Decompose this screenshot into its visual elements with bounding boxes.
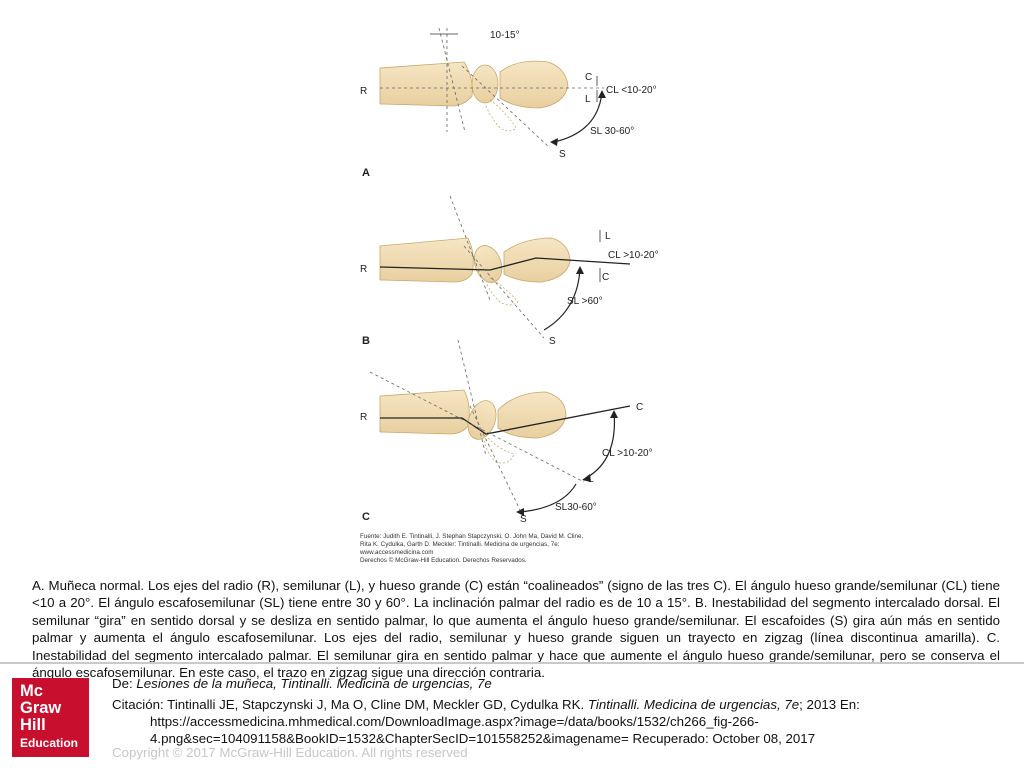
panel-a-scaphoid-axis — [461, 65, 551, 149]
footer-divider — [0, 662, 1024, 664]
logo-line-4: Education — [20, 736, 79, 750]
panel-c-r-label: R — [360, 412, 367, 423]
panel-b-sl-arrow — [576, 266, 584, 274]
panel-b-l-label: L — [605, 231, 611, 242]
from-title: Lesiones de la muñeca, Tintinalli. Medic… — [136, 676, 492, 691]
panel-c-capitate — [497, 391, 567, 439]
panel-a-capitate — [499, 60, 569, 109]
panel-b-radius-tilt-line — [449, 195, 491, 301]
citation-suffix: ; 2013 En: — [799, 697, 860, 712]
mcgraw-hill-education-logo: Mc Graw Hill Education — [12, 678, 89, 757]
panel-c-radius — [379, 389, 470, 435]
panel-c-scaphoid-axis — [469, 405, 521, 511]
panel-a-cl-label: CL <10-20° — [606, 85, 657, 96]
citation-url-line-2: 4.png&sec=104091158&BookID=1532&ChapterS… — [150, 731, 816, 746]
panel-b-letter: B — [362, 335, 370, 347]
figure-caption: A. Muñeca normal. Los ejes del radio (R)… — [32, 578, 1000, 681]
panel-b: R L CL >10-20° C SL >60° S B — [360, 195, 659, 347]
panel-c-cl-label: CL >10-20° — [602, 448, 653, 459]
panel-b-sl-label: SL >60° — [567, 296, 603, 307]
source-line-1: Fuente: Judith E. Tintinalli, J. Stephan… — [360, 533, 584, 540]
citation-url-line-1[interactable]: https://accessmedicina.mhmedical.com/Dow… — [150, 714, 759, 729]
panel-a-lunate — [471, 64, 499, 104]
panel-c-letter: C — [362, 511, 370, 523]
panel-a-letter: A — [362, 167, 370, 179]
from-prefix: De: — [112, 676, 137, 691]
panel-c-s-label: S — [520, 514, 527, 525]
source-line-2: Rita K. Cydulka, Garth D. Meckler: Tinti… — [360, 541, 560, 548]
panel-a-sl-label: SL 30-60° — [590, 126, 634, 137]
citation-book: Tintinalli. Medicina de urgencias, 7e — [587, 697, 800, 712]
panel-c-cl-arrow2 — [582, 474, 591, 482]
panel-c-scaphoid-outline — [483, 437, 515, 464]
citation-block: Citación: Tintinalli JE, Stapczynski J, … — [112, 696, 1012, 747]
panel-b-r-label: R — [360, 264, 367, 275]
panel-c-zigzag — [380, 405, 631, 435]
panel-b-scaphoid-axis — [463, 245, 545, 339]
panel-b-scaphoid-outline — [485, 277, 519, 306]
panel-a-s-label: S — [559, 149, 566, 160]
panel-c-cl-arrow — [610, 410, 618, 418]
logo-line-3: Hill — [20, 716, 46, 734]
panel-a-r-label: R — [360, 86, 367, 97]
panel-b-s-label: S — [549, 336, 556, 347]
panel-c-c-label: C — [636, 402, 643, 413]
panel-c-lunate-axis — [369, 371, 585, 483]
panel-b-capitate — [503, 237, 571, 283]
citation-prefix: Citación: Tintinalli JE, Stapczynski J, … — [112, 697, 588, 712]
panel-c-radius-tilt-line — [457, 339, 487, 457]
panel-a-angle-label: 10-15° — [490, 30, 520, 41]
panel-b-cl-label: CL >10-20° — [608, 250, 659, 261]
panel-a-scaphoid-outline — [485, 99, 517, 132]
source-from-line: De: Lesiones de la muñeca, Tintinalli. M… — [112, 676, 492, 691]
wrist-instability-figure: 10-15° R C L CL <10-20° SL 30-60° S A R … — [340, 20, 700, 568]
panel-a-radius — [379, 61, 473, 107]
panel-b-c-label: C — [602, 272, 609, 283]
panel-a-sl-arc — [553, 91, 603, 143]
panel-c: R C CL >10-20° L SL30-60° S C — [360, 339, 653, 525]
logo-line-2: Graw — [20, 699, 62, 717]
panel-b-sl-arc — [543, 267, 581, 331]
panel-b-radius — [379, 237, 474, 283]
panel-c-sl-arrow — [516, 508, 524, 516]
source-line-4: Derechos © McGraw-Hill Education. Derech… — [360, 556, 527, 564]
panel-b-lunate — [473, 245, 503, 283]
panel-a-sl-arrow2 — [550, 138, 558, 146]
panel-c-l-label: L — [588, 474, 594, 485]
panel-a: 10-15° R C L CL <10-20° SL 30-60° S A — [360, 27, 657, 179]
panel-c-sl-arc — [519, 483, 577, 513]
source-line-3: www.accessmedicina.com — [359, 549, 434, 556]
logo-line-1: Mc — [20, 682, 43, 700]
panel-a-sl-arrow — [598, 90, 606, 98]
copyright-notice: Copyright © 2017 McGraw-Hill Education. … — [112, 745, 468, 760]
panel-a-c-label: C — [585, 72, 592, 83]
panel-b-zigzag — [379, 257, 631, 271]
panel-a-l-label: L — [585, 94, 591, 105]
panel-c-sl-label: SL30-60° — [555, 502, 597, 513]
panel-c-cl-arc — [585, 411, 616, 479]
figure-source-credit: Fuente: Judith E. Tintinalli, J. Stephan… — [359, 533, 584, 564]
